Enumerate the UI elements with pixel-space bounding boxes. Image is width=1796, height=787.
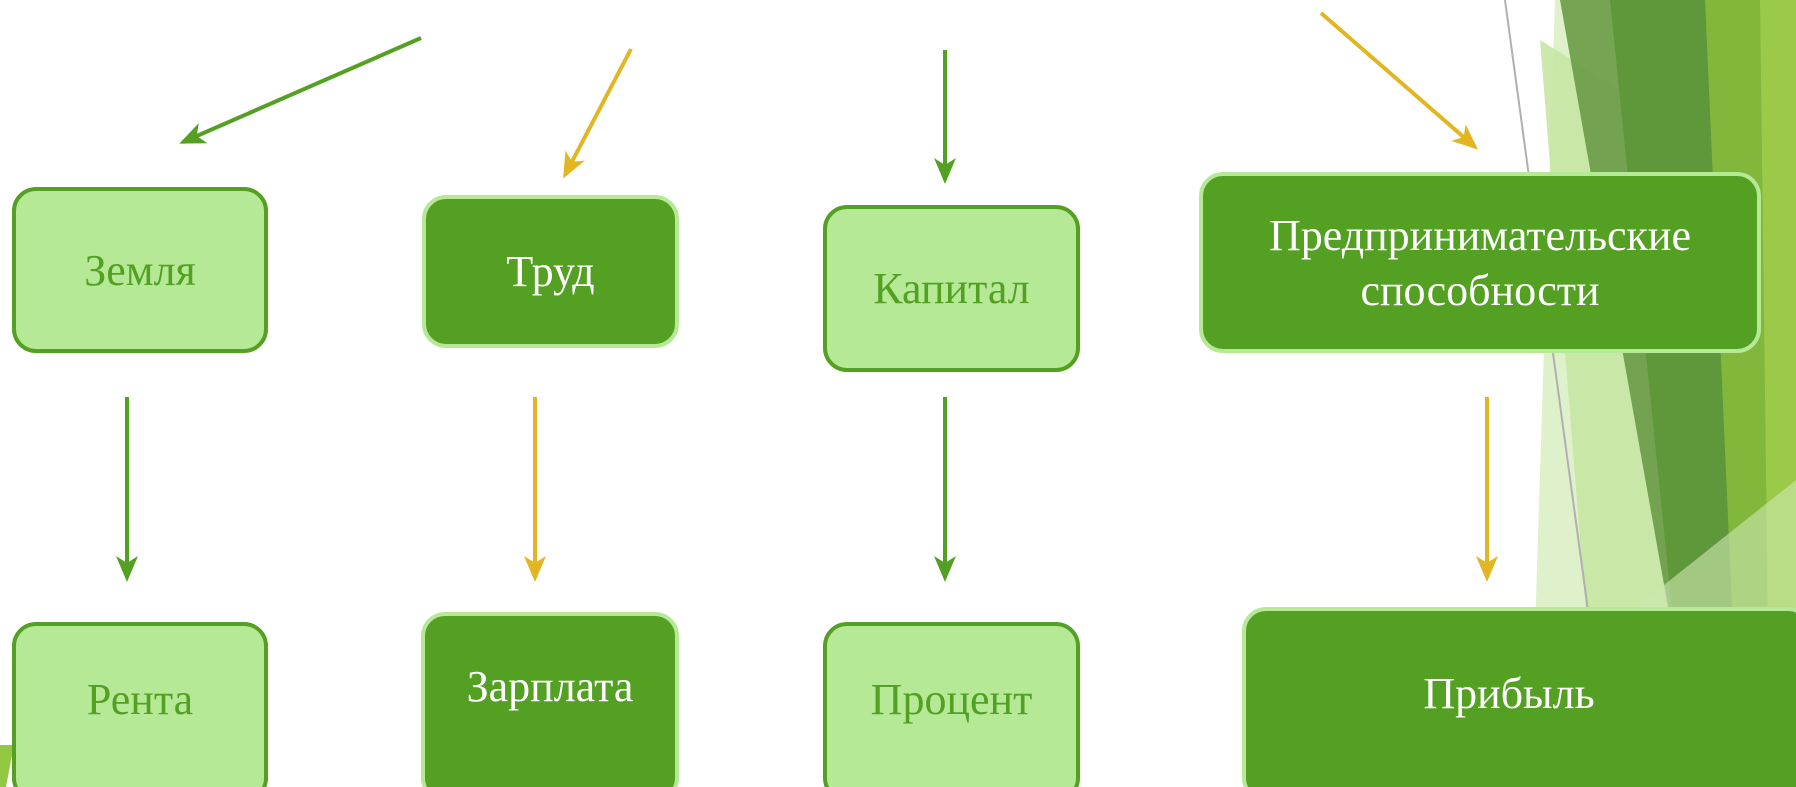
arrow-to-predprinimatelskie	[1319, 11, 1479, 150]
arrow-to-trud	[563, 48, 633, 179]
factor-box-kapital: Капитал	[823, 205, 1080, 372]
factor-box-predprinimatelskie: Предпринимательские способности	[1199, 172, 1761, 353]
income-label-zarplata: Зарплата	[466, 661, 634, 711]
income-label-protsent: Процент	[870, 674, 1033, 724]
arrow-to-zemlya	[179, 36, 422, 144]
income-label-pribyl: Прибыль	[1423, 669, 1595, 718]
factor-label-kapital: Капитал	[873, 264, 1030, 313]
income-box-protsent: Процент	[823, 622, 1080, 787]
factor-box-zemlya: Земля	[12, 187, 268, 353]
income-label-renta: Рента	[86, 674, 194, 724]
income-box-zarplata: Зарплата	[421, 612, 679, 787]
factor-label-trud: Труд	[506, 247, 595, 296]
income-box-pribyl: Прибыль	[1242, 607, 1796, 787]
factor-label-predprinimatelskie: Предпринимательские способности	[1269, 210, 1691, 315]
income-box-renta: Рента	[12, 622, 268, 787]
factor-box-trud: Труд	[422, 195, 679, 348]
bottom-left-accent-shard	[0, 745, 14, 787]
factor-label-zemlya: Земля	[84, 245, 196, 295]
